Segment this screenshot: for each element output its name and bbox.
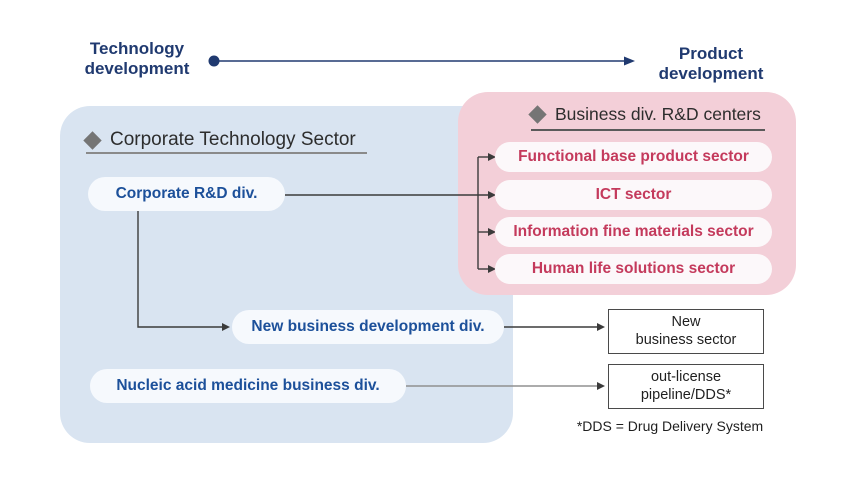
nucleic-acid-medicine-business-div-pill: Nucleic acid medicine business div.: [90, 369, 406, 403]
new-business-sector-box: New business sector: [608, 309, 764, 354]
corporate-sector-underline: [86, 152, 367, 154]
out-license-line2: pipeline/DDS*: [640, 386, 732, 403]
business-centers-heading: Business div. R&D centers: [528, 104, 761, 125]
functional-base-product-sector-pill: Functional base product sector: [495, 142, 772, 172]
out-license-pipeline-box: out-license pipeline/DDS*: [608, 364, 764, 409]
newbizdev-to-box-connector: [504, 323, 605, 331]
corporate-rd-div-pill: Corporate R&D div.: [88, 177, 285, 211]
information-fine-materials-sector-pill: Information fine materials sector: [495, 217, 772, 247]
flow-arrow: [208, 55, 635, 67]
diamond-icon: [83, 130, 102, 150]
corporate-sector-title: Corporate Technology Sector: [110, 129, 356, 150]
diamond-icon: [528, 105, 547, 124]
ict-sector-pill: ICT sector: [495, 180, 772, 210]
business-centers-title: Business div. R&D centers: [555, 104, 761, 124]
product-development-label: Product development: [658, 44, 764, 84]
new-business-sector-line2: business sector: [635, 331, 737, 348]
new-business-development-div-pill: New business development div.: [232, 310, 504, 344]
dds-footnote: *DDS = Drug Delivery System: [576, 418, 764, 434]
out-license-line1: out-license: [650, 369, 722, 386]
human-life-solutions-sector-pill: Human life solutions sector: [495, 254, 772, 284]
new-business-sector-line1: New: [671, 314, 701, 331]
corporate-sector-heading: Corporate Technology Sector: [83, 129, 356, 151]
technology-development-label: Technology development: [84, 39, 190, 79]
business-centers-underline: [531, 129, 765, 131]
